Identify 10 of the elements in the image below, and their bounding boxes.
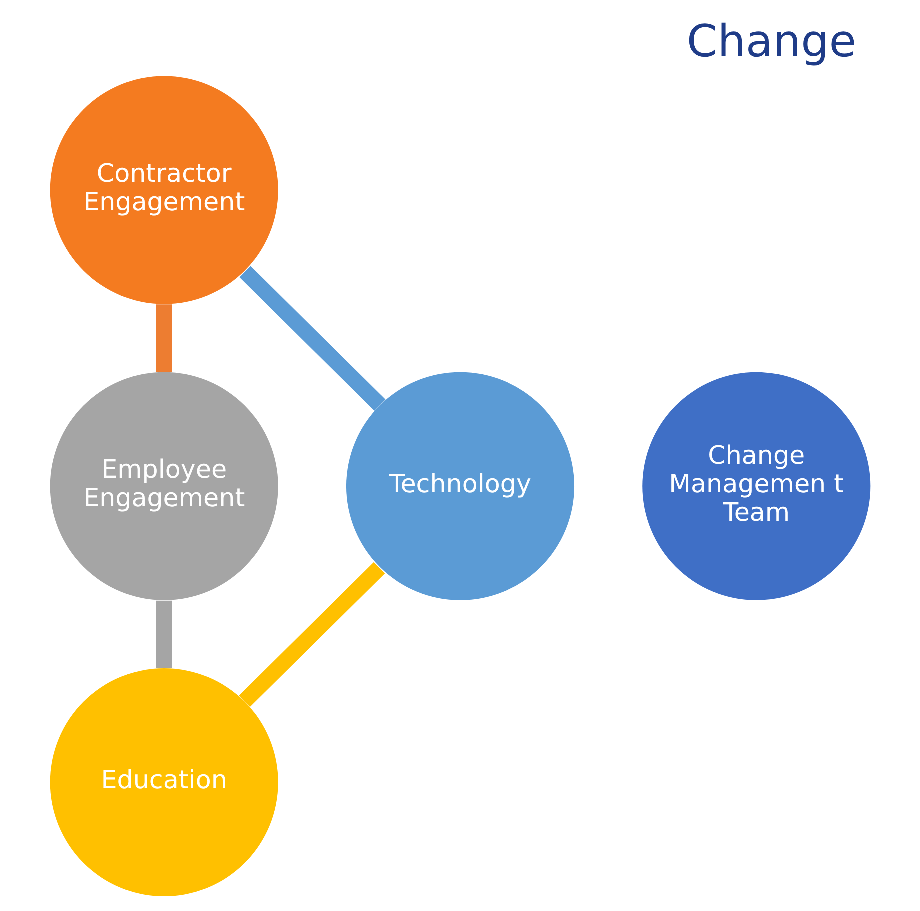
connector [156,600,172,668]
node-circle: Change Managemen t Team [642,372,870,600]
diagram-title: Change [686,16,856,68]
node-circle: Contractor Engagement [50,76,278,304]
node-circle: Technology [346,372,574,600]
connector [156,304,172,372]
connector [238,562,385,708]
node-circle: Employee Engagement [50,372,278,600]
connector [239,266,386,411]
node-circle: Education [50,668,278,897]
